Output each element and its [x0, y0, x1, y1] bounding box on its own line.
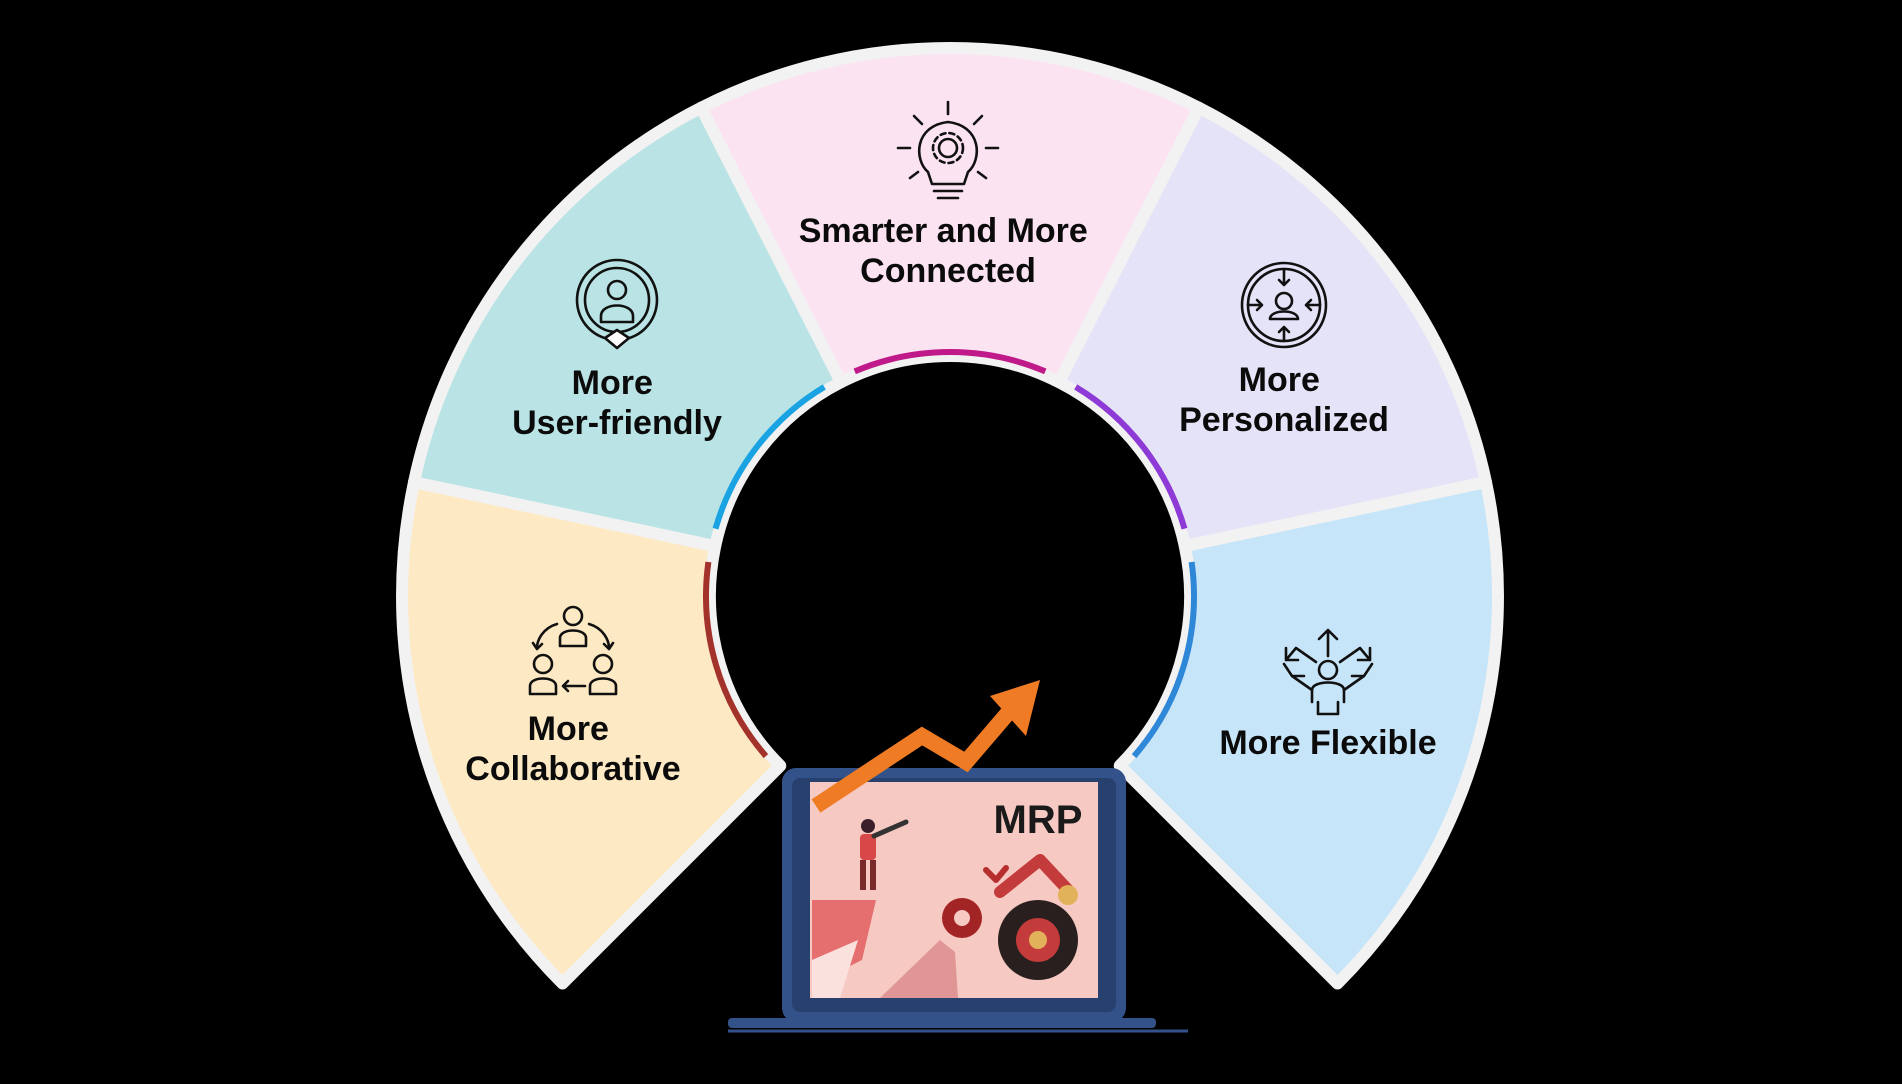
growth-arrow-icon — [811, 680, 1040, 813]
label-flexible: More Flexible — [1219, 724, 1436, 762]
mrp-title: MRP — [994, 798, 1083, 842]
laptop-illustration: MRP — [728, 768, 1188, 1033]
label-personalized: More Personalized — [1179, 361, 1389, 439]
segment-connected — [695, 42, 1205, 389]
person-target-icon — [1240, 261, 1328, 349]
person-telescope-icon — [860, 819, 909, 890]
label-connected: Smarter and More Connected — [799, 212, 1098, 290]
lightbulb-gear-icon — [896, 100, 1000, 200]
flexible-directions-icon — [1282, 628, 1374, 716]
gears-icon — [942, 854, 1078, 980]
segment-flexible — [1113, 476, 1504, 990]
label-collaborative: More Collaborative — [465, 710, 680, 788]
label-user-friendly: More User-friendly — [512, 364, 722, 442]
segment-user-friendly — [408, 101, 847, 553]
collaboration-icon — [528, 605, 618, 696]
segment-personalized — [1053, 101, 1492, 553]
segment-collaborative — [396, 476, 787, 990]
user-badge-icon — [575, 258, 659, 350]
